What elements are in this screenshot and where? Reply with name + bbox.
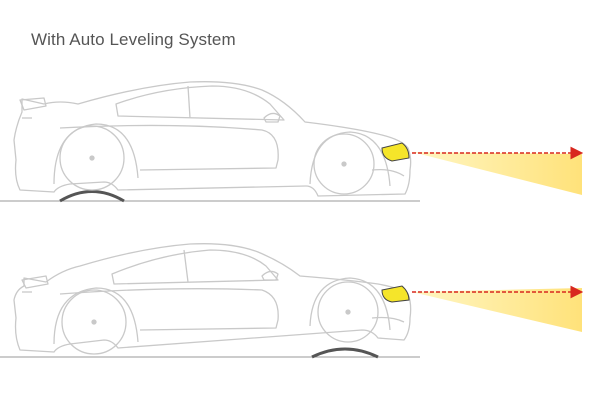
road-bump (59, 190, 125, 203)
front-wheel (313, 133, 375, 195)
road-bump (311, 347, 379, 359)
rear-wheel (61, 289, 127, 355)
diagram-title: With Auto Leveling System (31, 30, 236, 49)
headlight-beam (412, 152, 582, 195)
headlight (381, 285, 410, 303)
car-outline (13, 243, 412, 353)
rear-wheel (59, 125, 125, 191)
scene-rear-bump (0, 81, 584, 203)
front-wheel (317, 281, 379, 343)
scene-front-bump (0, 243, 584, 359)
car-outline (13, 81, 412, 197)
headlight-beam (412, 288, 582, 332)
headlight (381, 142, 410, 162)
